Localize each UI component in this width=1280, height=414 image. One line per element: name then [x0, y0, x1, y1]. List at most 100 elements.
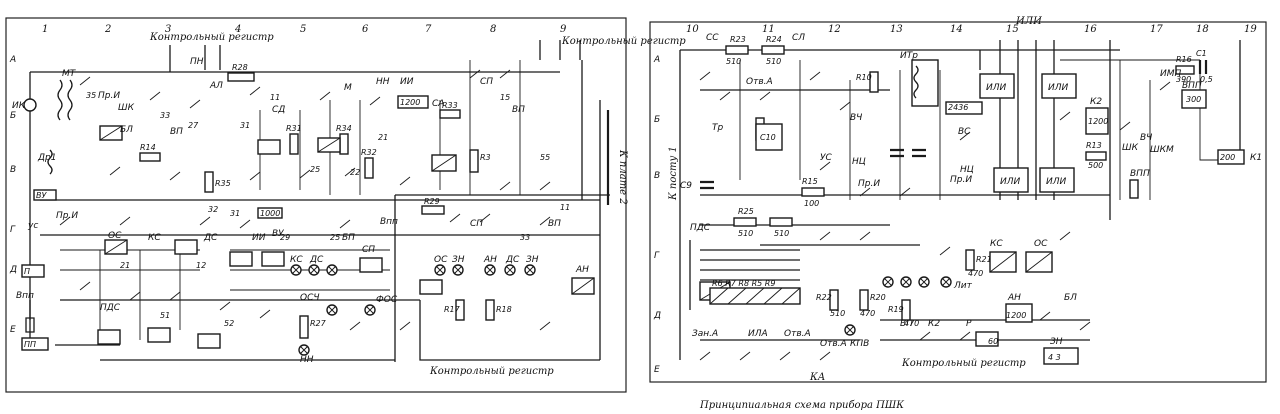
svg-text:П: П	[24, 267, 30, 276]
right-ili-label: ИЛИ	[1015, 16, 1042, 27]
right-col-12: 12	[828, 24, 841, 35]
relay-coil-k1	[1217, 149, 1245, 165]
svg-text:25: 25	[330, 233, 340, 242]
relay-coil-nn	[261, 251, 285, 267]
relay-coil-c2	[257, 139, 281, 155]
svg-text:33: 33	[160, 111, 170, 120]
r34-resistor	[339, 133, 349, 155]
svg-text:ИИ: ИИ	[252, 233, 266, 243]
relay-coil-k2	[1085, 107, 1109, 135]
left-indicator-lamps	[290, 264, 536, 356]
r29-resistor	[421, 205, 445, 215]
svg-text:R13: R13	[1086, 141, 1102, 150]
right-sheet: 10 11 12 13 14 15 16 17 18 19 А Б В Г Д …	[649, 16, 1267, 383]
relay-coil-ca	[397, 95, 429, 109]
svg-text:R28: R28	[232, 63, 248, 72]
svg-text:R3: R3	[480, 153, 491, 162]
right-ili-gates: ИЛИ ИЛИ ИЛИ ИЛИ	[979, 73, 1077, 193]
r31-resistor	[289, 133, 299, 155]
left-register-bottom-label: Контрольный регистр	[429, 366, 554, 377]
svg-text:ВПП: ВПП	[1182, 81, 1202, 91]
svg-text:R17: R17	[444, 305, 461, 314]
svg-text:C10: C10	[760, 133, 776, 142]
svg-text:Впп: Впп	[380, 217, 398, 227]
svg-text:55: 55	[540, 153, 550, 162]
left-col-6: 6	[362, 24, 369, 35]
svg-text:Отв.А: Отв.А	[820, 339, 847, 349]
svg-text:2436: 2436	[948, 103, 968, 112]
relay-coil-u	[197, 333, 221, 349]
svg-text:ОС: ОС	[1034, 239, 1048, 249]
r-vpp-resistor	[1129, 179, 1139, 199]
relay-coil-zn-r	[1043, 347, 1079, 365]
ili-gate-1	[979, 73, 1015, 99]
svg-text:0,5: 0,5	[1200, 75, 1213, 84]
right-indicator-lamps	[844, 276, 952, 336]
svg-text:470: 470	[968, 269, 983, 278]
r32-resistor	[364, 157, 374, 179]
r26-resistor	[469, 149, 479, 173]
svg-text:ПП: ПП	[24, 340, 36, 349]
svg-text:ИЛИ: ИЛИ	[1048, 83, 1069, 93]
left-row-g: Г	[10, 225, 16, 235]
svg-text:4 3: 4 3	[1048, 353, 1061, 362]
svg-text:Др1: Др1	[37, 153, 56, 163]
svg-text:60: 60	[988, 337, 998, 346]
svg-text:СЛ: СЛ	[792, 33, 805, 43]
right-row-b: Б	[654, 115, 660, 125]
svg-text:ВЧ: ВЧ	[1140, 133, 1152, 143]
svg-text:АЛ: АЛ	[209, 81, 223, 91]
relay-coil-an-r	[1005, 303, 1033, 323]
svg-text:ВП: ВП	[548, 219, 561, 229]
r25-resistor	[733, 217, 757, 227]
r33-resistor	[439, 109, 461, 119]
svg-text:R21: R21	[976, 255, 992, 264]
svg-text:Впп: Впп	[16, 291, 34, 301]
svg-text:ВПП: ВПП	[1130, 169, 1150, 179]
svg-text:ОС: ОС	[108, 231, 122, 241]
r14-resistor	[139, 152, 161, 162]
svg-text:Пр.И: Пр.И	[56, 211, 78, 221]
c10-box	[755, 123, 783, 151]
relay-coil-r	[975, 331, 999, 347]
svg-text:АН: АН	[575, 265, 589, 275]
svg-text:Тр: Тр	[712, 123, 723, 133]
svg-text:R16: R16	[1176, 55, 1192, 64]
left-resistors: R28 R31 R34 R32 R35 R29 R33 R3 R27 R17 R…	[139, 63, 512, 339]
svg-text:ИИ: ИИ	[400, 77, 414, 87]
svg-text:ВП: ВП	[900, 319, 913, 329]
left-col-9: 9	[560, 24, 567, 35]
svg-text:ОСЧ: ОСЧ	[300, 293, 320, 303]
svg-text:29: 29	[280, 233, 290, 242]
right-col-10: 10	[686, 24, 699, 35]
svg-text:470: 470	[904, 319, 919, 328]
svg-text:КС: КС	[290, 255, 303, 265]
svg-text:Лит: Лит	[953, 281, 973, 291]
left-relay-coils: 1200 СА 1000	[97, 95, 595, 349]
svg-text:510: 510	[738, 229, 753, 238]
relay-coil-vu	[257, 207, 283, 219]
ili-gate-3	[993, 167, 1029, 193]
r27-resistor	[299, 315, 309, 339]
left-col-2: 2	[104, 24, 111, 35]
left-col-3: 3	[165, 24, 171, 35]
right-col-15: 15	[1006, 24, 1019, 35]
svg-text:35: 35	[86, 91, 96, 100]
svg-text:R6 R7 R8 R5 R9: R6 R7 R8 R5 R9	[712, 279, 775, 288]
svg-text:ИЛИ: ИЛИ	[1046, 177, 1067, 187]
left-col-7: 7	[425, 24, 432, 35]
svg-text:УС: УС	[820, 153, 832, 163]
svg-text:25: 25	[310, 165, 320, 174]
svg-text:ШКМ: ШКМ	[1150, 145, 1174, 155]
left-register-top-label: Контрольный регистр	[149, 32, 274, 43]
c9-capacitor	[700, 180, 714, 190]
r15-resistor	[801, 187, 825, 197]
right-col-17: 17	[1150, 24, 1163, 35]
left-column-numbers: 1 2 3 4 5 6 7 8 9	[42, 24, 567, 35]
svg-text:ЗН: ЗН	[1050, 337, 1063, 347]
svg-text:К1: К1	[1250, 153, 1262, 163]
r35-resistor	[204, 171, 214, 193]
svg-text:МТ: МТ	[62, 69, 77, 79]
svg-text:Отв.А: Отв.А	[746, 77, 773, 87]
